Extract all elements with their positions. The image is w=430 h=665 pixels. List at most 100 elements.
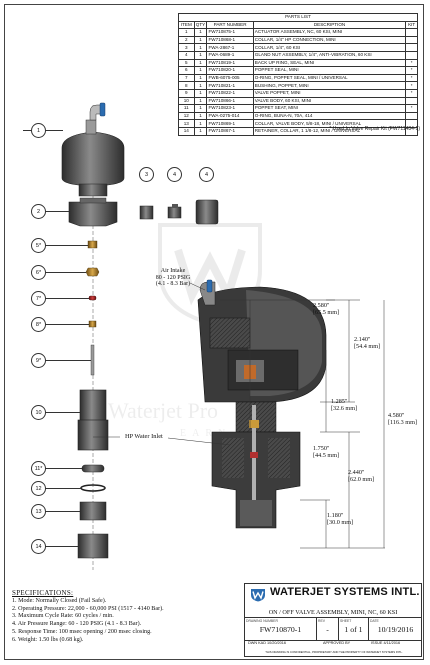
poppet-seal <box>85 267 100 277</box>
poppet-seat <box>81 464 105 473</box>
leader-line <box>45 488 81 489</box>
drawing-number-label: DRAWING NUMBER <box>246 619 278 623</box>
spec-item: 4. Air Pressure Range: 60 - 120 PSIG (4.… <box>12 621 142 628</box>
dimension-lines <box>220 299 385 549</box>
callout-11: 11* <box>31 461 46 476</box>
leader-line <box>45 298 89 299</box>
spec-item: 2. Operating Pressure: 22,000 - 60,000 P… <box>12 605 164 612</box>
air-intake-bar: (4.1 - 8.3 Bar) <box>155 281 191 288</box>
drawing-border <box>4 4 424 660</box>
collar-valve-body <box>79 501 107 521</box>
dim-mm: [44.5 mm] <box>313 452 340 459</box>
callout-7: 7* <box>31 291 46 306</box>
dim-mm: [30.0 mm] <box>327 519 354 526</box>
dim-inch: 1.180" <box>327 512 344 519</box>
callout-1: 1 <box>31 123 46 138</box>
drawing-number-cell: DRAWING NUMBER FW710870-1 <box>245 618 317 640</box>
title-block-row: DRAWING NUMBER FW710870-1 REV - SHEET 1 … <box>245 617 421 641</box>
callout-12: 12 <box>31 481 46 496</box>
dim-mm: [32.6 mm] <box>331 405 358 412</box>
date-cell: DATE 10/19/2016 <box>369 618 422 640</box>
title-block: WATERJET SYSTEMS INTL. ON / OFF VALVE AS… <box>244 583 422 657</box>
parts-list-table: PARTS LIST ITEM QTY PART NUMBER DESCRIPT… <box>178 13 418 136</box>
bushing-poppet <box>88 320 97 328</box>
hp-water-inlet-label: HP Water Inlet <box>125 433 163 440</box>
cutaway-assembly <box>197 279 327 529</box>
dim-2140: 2.140"[54.4 mm] <box>354 336 380 350</box>
dim-mm: [62.0 mm] <box>348 476 375 483</box>
o-ring-poppet <box>88 295 97 301</box>
leader-line <box>45 360 91 361</box>
company-logo-icon <box>251 589 265 602</box>
valve-poppet <box>90 344 95 376</box>
leader-line <box>45 412 80 413</box>
dim-1750: 1.750"[44.5 mm] <box>313 445 339 459</box>
dim-4580: 4.580"[116.3 mm] <box>388 412 417 426</box>
dim-mm: [116.3 mm] <box>388 419 417 426</box>
callout-14: 14 <box>31 539 46 554</box>
rev-cell: REV - <box>317 618 339 640</box>
callout-9: 9* <box>31 353 46 368</box>
date-value: 10/19/2016 <box>377 625 414 634</box>
leader-line <box>45 546 78 547</box>
dim-inch: 2.580" <box>313 302 330 309</box>
collar-small <box>139 205 154 220</box>
dim-inch: 4.580" <box>388 412 405 419</box>
air-intake-label: Air Intake 80 - 120 PSIG (4.1 - 8.3 Bar) <box>138 268 208 288</box>
dim-inch: 1.750" <box>313 445 330 452</box>
cell-pn: FW710867-1 <box>206 126 254 136</box>
leader-line <box>45 468 82 469</box>
o-ring-buna <box>80 484 106 492</box>
callout-2: 2 <box>31 204 46 219</box>
date-label: DATE <box>370 619 379 623</box>
specifications-list: 1. Mode: Normally Closed (Fail Safe).2. … <box>12 598 164 644</box>
dim-inch: 1.285" <box>331 398 348 405</box>
callout-10: 10 <box>31 405 46 420</box>
drawing-description: ON / OFF VALVE ASSEMBLY, MINI, NC, 60 KS… <box>268 609 398 616</box>
callout-8: 8* <box>31 317 46 332</box>
cell-kit <box>405 126 418 136</box>
callout-5: 5* <box>31 238 46 253</box>
sheet-label: SHEET <box>340 619 352 623</box>
air-intake-pressure: 80 - 120 PSIG <box>155 274 191 281</box>
drawn-by: DWN KAD 10/20/2016 <box>248 641 286 645</box>
dim-mm: [65.5 mm] <box>313 309 340 316</box>
drawing-number: FW710870-1 <box>259 625 302 634</box>
leader-line <box>45 511 80 512</box>
sheet-value: 1 of 1 <box>344 625 363 634</box>
dim-2440: 2.440"[62.0 mm] <box>348 469 374 483</box>
backup-ring <box>87 240 98 249</box>
dim-1180: 1.180"[30.0 mm] <box>327 512 353 526</box>
callout-13: 13 <box>31 504 46 519</box>
leader-line <box>45 324 89 325</box>
specifications-title: SPECIFICATIONS: <box>12 589 74 597</box>
dim-inch: 2.140" <box>354 336 371 343</box>
spec-item: 5. Response Time: 100 msec opening / 200… <box>12 628 152 635</box>
dim-mm: [54.4 mm] <box>354 343 381 350</box>
rev-label: REV <box>318 619 325 623</box>
dim-1285: 1.285"[32.6 mm] <box>331 398 357 412</box>
issue-date: ISSUE 4/11/2016 <box>371 641 401 645</box>
leader-line <box>45 272 86 273</box>
callout-4b: 4 <box>199 167 214 182</box>
gland-nut-large <box>195 199 219 225</box>
spec-item: 1. Mode: Normally Closed (Fail Safe). <box>12 598 107 604</box>
air-intake-title: Air Intake <box>160 268 186 274</box>
callout-6: 6* <box>31 265 46 280</box>
dim-inch: 2.440" <box>348 469 365 476</box>
company-name: WATERJET SYSTEMS INTL. <box>270 586 420 598</box>
cell-desc: RETAINER, COLLAR, 1 1/8-12, MINI / UNIVE… <box>252 126 407 136</box>
valve-body <box>77 389 120 451</box>
approved-by: APPROVED BY <box>323 641 351 645</box>
sheet-cell: SHEET 1 of 1 <box>339 618 369 640</box>
confidential-footer: THIS DRAWING IS CONFIDENTIAL, PROPRIETAR… <box>265 650 403 654</box>
callout-4: 4 <box>167 167 182 182</box>
spec-item: 3. Maximum Cycle Rate: 60 cycles / min. <box>12 613 114 620</box>
rev-value: - <box>326 625 329 634</box>
actuator-assembly <box>61 102 125 197</box>
